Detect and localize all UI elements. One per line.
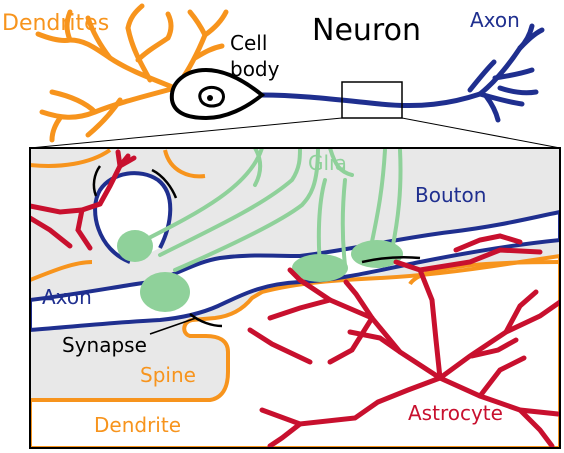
synapse-label: Synapse <box>62 333 147 357</box>
astrocyte-label: Astrocyte <box>408 401 503 425</box>
axon-label-inset: Axon <box>42 285 92 309</box>
cell-body-label-line1: Cell <box>230 31 267 55</box>
dendrites-label: Dendrites <box>2 11 109 36</box>
zoom-lines <box>29 117 561 149</box>
spine-label: Spine <box>140 363 196 387</box>
glia-feet <box>117 230 403 312</box>
synaptic-clefts <box>92 165 421 328</box>
zoom-box <box>341 81 403 119</box>
bouton-label: Bouton <box>415 183 486 207</box>
glia-label: Glia <box>308 151 347 175</box>
axon-label-top: Axon <box>470 8 520 32</box>
neuron-axon <box>259 23 545 123</box>
neuron-title: Neuron <box>312 13 421 48</box>
astrocyte-processes <box>31 149 559 447</box>
synapse-leader <box>149 317 197 335</box>
cell-body-label-line2: body <box>230 57 280 81</box>
nucleus <box>198 86 225 108</box>
dendrite-label: Dendrite <box>94 413 181 437</box>
cell-body <box>169 67 266 121</box>
inset-content <box>31 149 559 447</box>
